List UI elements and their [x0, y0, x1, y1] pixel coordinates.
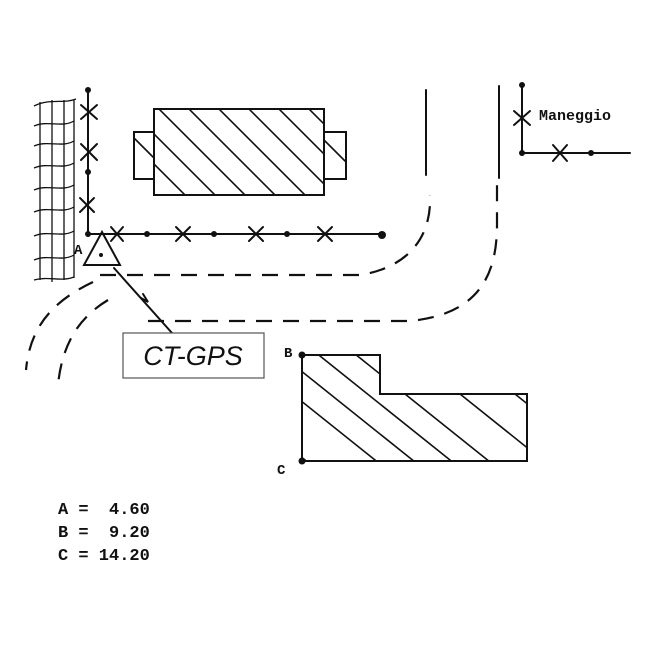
hedge-strip	[33, 98, 77, 282]
legend-line-b: B = 9.20	[58, 524, 150, 543]
point-a-label: A	[74, 243, 83, 259]
legend-line-a: A = 4.60	[58, 501, 150, 520]
ct-gps-box: CT-GPS	[122, 332, 265, 379]
building-south	[298, 351, 528, 465]
fence-horizontal	[85, 226, 386, 242]
building-north	[133, 108, 347, 196]
point-a-marker	[82, 229, 122, 266]
arrow-to-a	[113, 267, 173, 334]
legend-line-c: C = 14.20	[58, 547, 150, 566]
point-b-label: B	[284, 346, 293, 362]
road-outlines	[24, 85, 500, 386]
maneggio-label: Maneggio	[539, 108, 611, 125]
maneggio-fence	[513, 82, 631, 162]
fence-vertical	[79, 87, 98, 237]
elevation-legend: A = 4.60 B = 9.20 C = 14.20	[58, 501, 150, 566]
ct-gps-label: CT-GPS	[143, 341, 243, 371]
point-c-label: C	[277, 463, 286, 479]
